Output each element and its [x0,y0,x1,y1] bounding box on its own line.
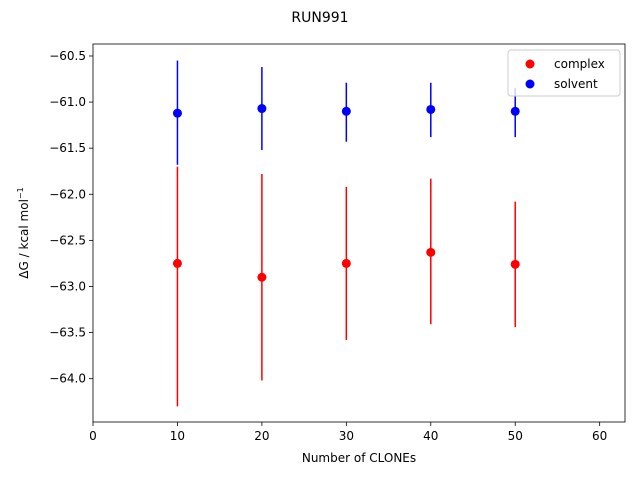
x-tick-label: 0 [89,429,97,443]
y-axis-label-main: ΔG / kcal mol [17,199,31,279]
solvent-point [257,104,267,114]
legend-label-solvent: solvent [554,77,598,91]
complex-point [426,247,436,257]
complex-point [341,258,351,268]
y-axis-label: ΔG / kcal mol−1 [16,187,31,278]
solvent-point [341,106,351,116]
x-axis-label: Number of CLONEs [302,451,416,465]
plot-area [172,60,520,407]
y-tick-label: −64.0 [49,372,86,386]
y-axis-label-superscript: −1 [16,187,25,199]
solvent-point [510,106,520,116]
axes-frame [92,43,626,423]
solvent-point [172,108,182,118]
complex-point [510,259,520,269]
legend-label-complex: complex [554,57,605,71]
legend-box [507,49,621,97]
y-tick-label: −62.0 [49,187,86,201]
y-tick-label: −63.5 [49,326,86,340]
legend-marker-solvent [525,79,535,89]
solvent-point [426,104,436,114]
y-tick-label: −62.5 [49,233,86,247]
x-tick-label: 40 [423,429,438,443]
axes: 0 10 20 30 40 50 60 −64.0 −63.5 −63.0 −62.5 −62.0 −6… [49,43,626,443]
x-tick-label: 10 [170,429,185,443]
x-tick-label: 20 [254,429,269,443]
chart-title: RUN991 [291,10,348,26]
x-tick-label: 50 [508,429,523,443]
x-tick-label: 30 [339,429,354,443]
complex-point [172,258,182,268]
legend: complex solvent [507,49,621,97]
complex-point [257,272,267,282]
legend-marker-complex [525,59,535,69]
y-tick-label: −61.5 [49,141,86,155]
y-tick-label: −60.5 [49,49,86,63]
x-tick-label: 60 [592,429,607,443]
y-tick-label: −63.0 [49,279,86,293]
y-tick-label: −61.0 [49,95,86,109]
